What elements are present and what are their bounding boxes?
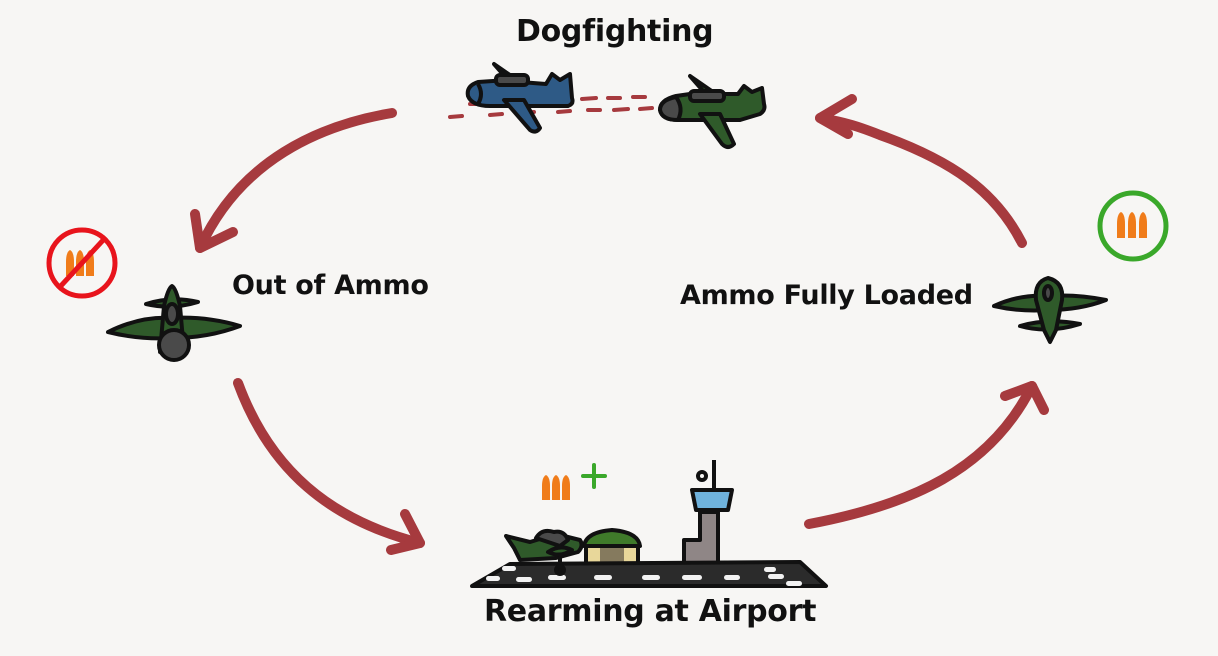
ammo-plus-icon: [542, 463, 607, 500]
node-label-dogfighting: Dogfighting: [516, 14, 714, 49]
hangar-icon: [582, 528, 642, 567]
green-plane-icon: [658, 74, 767, 149]
node-label-fully-loaded: Ammo Fully Loaded: [680, 280, 973, 311]
bullets-icon: [1117, 212, 1147, 238]
arrow-rearming-to-fully-loaded: [804, 381, 1049, 529]
arrows: [190, 94, 1049, 555]
full-ammo-icon: [1097, 190, 1169, 262]
blue-plane-icon: [465, 62, 575, 134]
parked-plane-icon: [504, 528, 584, 576]
node-label-rearming: Rearming at Airport: [484, 594, 817, 629]
control-tower-icon: [682, 460, 734, 568]
no-ammo-icon: [46, 227, 118, 299]
out-of-ammo-plane-icon: [106, 284, 242, 362]
bullets-icon: [542, 475, 570, 500]
plus-icon: [581, 463, 607, 489]
arrow-dogfight-to-out-of-ammo: [190, 108, 397, 253]
node-label-out-of-ammo: Out of Ammo: [232, 270, 429, 301]
arrow-out-of-ammo-to-rearming: [233, 378, 425, 555]
runway-icon: [470, 560, 828, 588]
airport-icon: [470, 460, 828, 588]
fully-loaded-plane-icon: [992, 276, 1108, 344]
arrow-fully-loaded-to-dogfight: [815, 94, 1027, 248]
